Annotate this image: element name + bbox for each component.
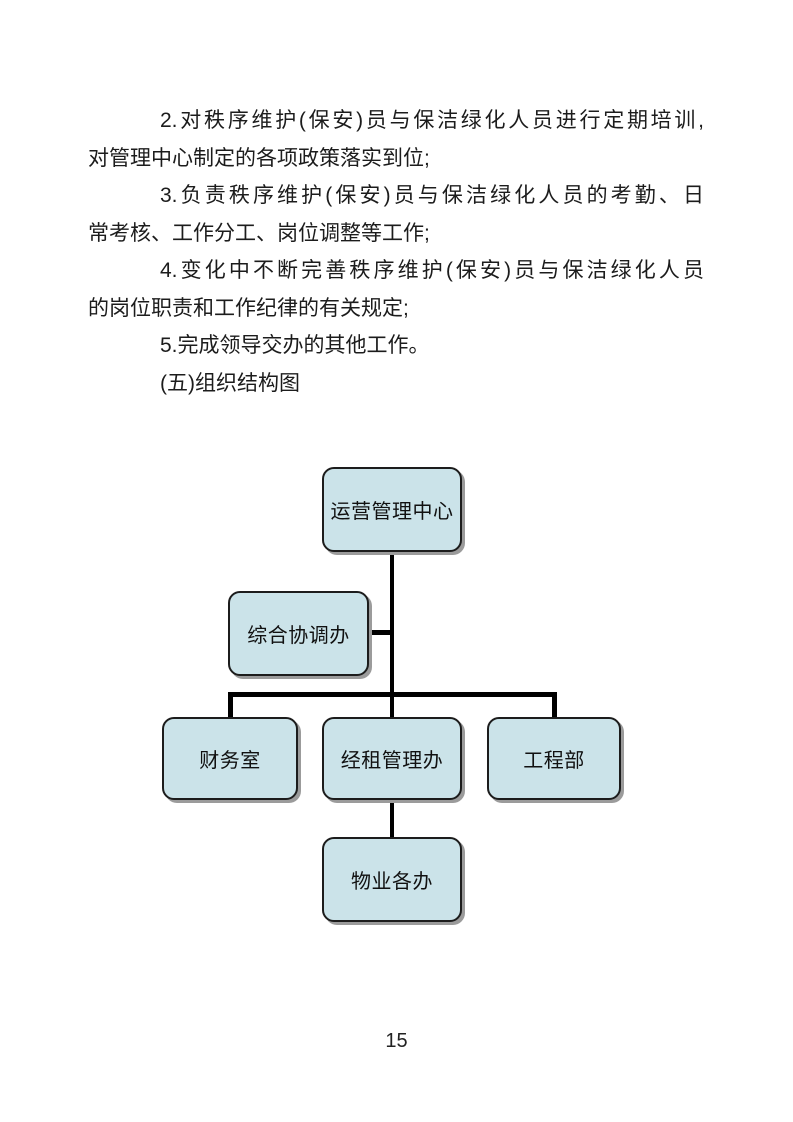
- paragraph-line-4b: 的岗位职责和工作纪律的有关规定;: [88, 296, 409, 320]
- paragraph-line-2a: 2.对秩序维护(保安)员与保洁绿化人员进行定期培训,: [160, 109, 704, 132]
- paragraph-line-2b: 对管理中心制定的各项政策落实到位;: [88, 146, 430, 170]
- paragraph-line-3b: 常考核、工作分工、岗位调整等工作;: [88, 221, 430, 245]
- paragraph-line-4a: 4.变化中不断完善秩序维护(保安)员与保洁绿化人员: [160, 259, 704, 282]
- paragraph-line-3a: 3.负责秩序维护(保安)员与保洁绿化人员的考勤、日: [160, 184, 704, 207]
- connector-staff-to-trunk: [367, 630, 393, 635]
- section-heading: (五)组织结构图: [160, 371, 300, 395]
- page-number: 15: [385, 1030, 408, 1052]
- org-node-rental-management: 经租管理办: [322, 717, 462, 800]
- paragraph-line-5: 5.完成领导交办的其他工作。: [160, 334, 430, 357]
- org-node-operations-center: 运营管理中心: [322, 467, 462, 552]
- body-text: 2.对秩序维护(保安)员与保洁绿化人员进行定期培训, 对管理中心制定的各项政策落…: [88, 102, 704, 402]
- connector-bar-to-finance: [228, 695, 233, 718]
- connector-horizontal-bar: [228, 692, 557, 697]
- org-node-property-offices: 物业各办: [322, 837, 462, 922]
- org-node-coordination-office: 综合协调办: [228, 591, 369, 676]
- connector-bar-to-engineering: [552, 695, 557, 718]
- connector-rental-to-property: [390, 799, 394, 838]
- org-node-finance-office: 财务室: [162, 717, 298, 800]
- org-node-engineering-dept: 工程部: [487, 717, 621, 800]
